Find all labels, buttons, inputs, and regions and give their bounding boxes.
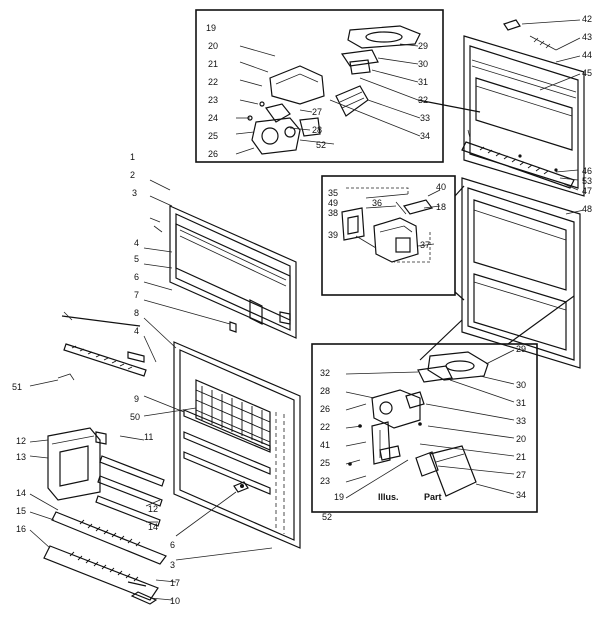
label-9: 9: [134, 394, 139, 404]
label-28-top: 28: [312, 125, 322, 135]
label-32-bottom: 32: [320, 368, 330, 378]
label-16: 16: [16, 524, 26, 534]
label-41-bottom: 41: [320, 440, 330, 450]
label-26-top: 26: [208, 149, 218, 159]
label-4: 4: [134, 238, 139, 248]
label-14b: 14: [148, 522, 158, 532]
label-3: 3: [132, 188, 137, 198]
label-12b: 12: [148, 504, 158, 514]
label-1: 1: [130, 152, 135, 162]
label-25-bottom: 25: [320, 458, 330, 468]
label-29-bottom: 29: [516, 344, 526, 354]
freezer-door-left: [149, 205, 297, 339]
label-43: 43: [582, 32, 592, 42]
label-22-bottom: 22: [320, 422, 330, 432]
label-52-top: 52: [316, 140, 326, 150]
label-38: 38: [328, 208, 338, 218]
label-17: 17: [170, 578, 180, 588]
label-34-top: 34: [420, 131, 430, 141]
label-8: 8: [134, 308, 139, 318]
label-23-top: 23: [208, 95, 218, 105]
label-46: 46: [582, 166, 592, 176]
label-48: 48: [582, 204, 592, 214]
label-49: 49: [328, 198, 338, 208]
label-39: 39: [328, 230, 338, 240]
label-5: 5: [134, 254, 139, 264]
part-note: Part: [424, 492, 442, 502]
label-50: 50: [130, 412, 140, 422]
illus-note: Illus.: [378, 492, 399, 502]
label-4b: 4: [134, 326, 139, 336]
label-53: 53: [582, 176, 592, 186]
label-29-top: 29: [418, 41, 428, 51]
label-11: 11: [144, 432, 153, 442]
label-2: 2: [130, 170, 135, 180]
label-47: 47: [582, 186, 592, 196]
label-6b: 6: [170, 540, 175, 550]
label-26-bottom: 26: [320, 404, 330, 414]
label-30-bottom: 30: [516, 380, 526, 390]
label-20-bottom: 20: [516, 434, 526, 444]
bottom-detail-box: [311, 295, 575, 513]
label-24-top: 24: [208, 113, 218, 123]
label-42: 42: [582, 14, 592, 24]
label-7: 7: [134, 290, 139, 300]
label-22-top: 22: [208, 77, 218, 87]
label-23-bottom: 23: [320, 476, 330, 486]
label-14: 14: [16, 488, 26, 498]
label-40: 40: [436, 182, 446, 192]
fresh-food-door-left: [173, 341, 301, 549]
label-44: 44: [582, 50, 592, 60]
label-36: 36: [372, 198, 382, 208]
label-45: 45: [582, 68, 592, 78]
label-31-top: 31: [418, 77, 428, 87]
label-13: 13: [16, 452, 26, 462]
label-30-top: 30: [418, 59, 428, 69]
label-18: 18: [436, 202, 446, 212]
freezer-door-right: [461, 19, 585, 197]
label-27-top: 27: [312, 107, 322, 117]
label-19-top: 19: [206, 23, 216, 33]
label-27-bottom: 27: [516, 470, 526, 480]
top-box-connector: [417, 99, 481, 113]
label-15: 15: [16, 506, 26, 516]
label-28-bottom: 28: [320, 386, 330, 396]
label-25-top: 25: [208, 131, 218, 141]
label-20-top: 20: [208, 41, 218, 51]
label-33-bottom: 33: [516, 416, 526, 426]
label-32-top: 32: [418, 95, 428, 105]
label-10: 10: [170, 596, 180, 606]
label-52-bottom: 52: [322, 512, 332, 522]
label-3b: 3: [170, 560, 175, 570]
left-side-parts: [29, 179, 273, 605]
label-6: 6: [134, 272, 139, 282]
fresh-food-door-right: [461, 177, 585, 369]
label-51: 51: [12, 382, 22, 392]
label-19-bottom: 19: [334, 492, 344, 502]
label-31-bottom: 31: [516, 398, 526, 408]
label-37: 37: [420, 240, 430, 250]
label-12: 12: [16, 436, 26, 446]
middle-detail-box: [321, 175, 465, 301]
top-detail-box: [195, 9, 444, 163]
label-21-bottom: 21: [516, 452, 526, 462]
label-35: 35: [328, 188, 338, 198]
label-33-top: 33: [420, 113, 430, 123]
label-21-top: 21: [208, 59, 218, 69]
label-34-bottom: 34: [516, 490, 526, 500]
